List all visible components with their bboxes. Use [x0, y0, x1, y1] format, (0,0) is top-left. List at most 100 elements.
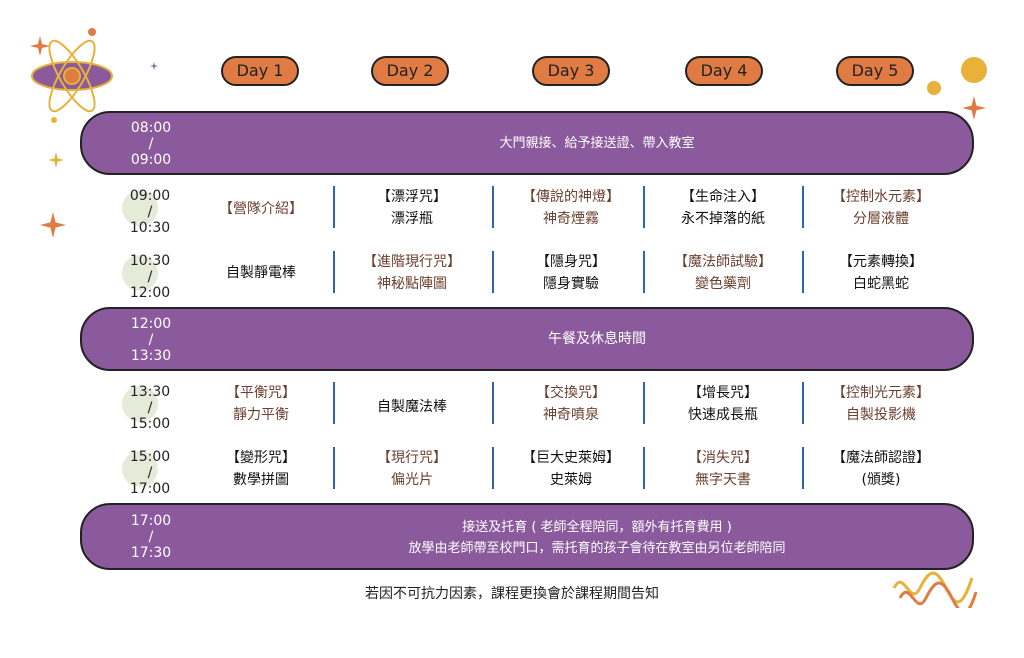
atom-icon: [31, 28, 113, 123]
band-end-time: 13:30: [130, 348, 172, 364]
row-end-time: 10:30: [129, 220, 171, 236]
band-end-time: 17:30: [130, 545, 172, 561]
sparkle-icon: [48, 152, 64, 168]
band-time-sep: /: [148, 529, 154, 545]
cell-title: 【隱身咒】: [536, 254, 606, 270]
schedule-cell: 自製靜電棒: [186, 262, 336, 284]
column-divider: [492, 251, 494, 293]
column-divider: [643, 382, 645, 424]
cell-title: 【消失咒】: [688, 450, 758, 466]
column-divider: [492, 186, 494, 228]
schedule-cell: 【魔法師試驗】變色藥劑: [648, 251, 798, 295]
column-divider: [643, 251, 645, 293]
band-message: 大門親接、給予接送證、帶入教室: [499, 136, 695, 151]
schedule-cell: 自製魔法棒: [337, 396, 487, 418]
time-circle: [122, 386, 158, 422]
cell-title: 【變形咒】: [226, 450, 296, 466]
schedule-cell: 【消失咒】無字天書: [648, 447, 798, 491]
schedule-cell: 【交換咒】神奇噴泉: [496, 382, 646, 426]
column-divider: [643, 186, 645, 228]
schedule-cell: 【魔法師認證】 (頒獎): [806, 447, 956, 491]
band-start-time: 12:00: [130, 316, 172, 332]
cell-title: 【增長咒】: [688, 385, 758, 401]
schedule-cell: 【控制水元素】分層液體: [806, 186, 956, 230]
band-arrival: 08:00 / 09:00 大門親接、給予接送證、帶入教室: [80, 111, 974, 175]
cell-subtitle: 神奇噴泉: [543, 407, 599, 423]
band-message-line-2: 放學由老師帶至校門口，需托育的孩子會待在教室由另位老師陪同: [408, 541, 786, 556]
cell-subtitle: 分層液體: [853, 211, 909, 227]
column-divider: [492, 382, 494, 424]
band-time-sep: /: [148, 136, 154, 152]
column-divider: [492, 447, 494, 489]
cell-title: 【巨大史萊姆】: [522, 450, 620, 466]
column-divider: [333, 447, 335, 489]
day-2-label: Day 2: [371, 56, 449, 86]
sparkle-icon: [962, 96, 986, 120]
schedule-cell: 【漂浮咒】漂浮瓶: [337, 186, 487, 230]
row-start-time: 10:30: [129, 253, 171, 269]
cell-title: 【傳說的神燈】: [522, 189, 620, 205]
row-start-time: 09:00: [129, 188, 171, 204]
cell-subtitle: 數學拼圖: [233, 472, 289, 488]
schedule-cell: 【生命注入】永不掉落的紙: [648, 186, 798, 230]
band-end-time: 09:00: [130, 152, 172, 168]
cell-subtitle: 無字天書: [695, 472, 751, 488]
day-4-label: Day 4: [685, 56, 763, 86]
cell-title: 【進階現行咒】: [363, 254, 461, 270]
row-start-time: 13:30: [129, 384, 171, 400]
cell-title: 【現行咒】: [377, 450, 447, 466]
schedule-cell: 【變形咒】數學拼圖: [186, 447, 336, 491]
row-time-sep: /: [147, 269, 153, 285]
cell-subtitle: 變色藥劑: [695, 276, 751, 292]
wave-icon: [892, 571, 978, 608]
cell-subtitle: 自製投影機: [846, 407, 916, 423]
cell-subtitle: 靜力平衡: [233, 407, 289, 423]
time-circle: [122, 451, 158, 487]
band-message: 午餐及休息時間: [548, 331, 646, 347]
schedule-cell: 【現行咒】偏光片: [337, 447, 487, 491]
band-pickup: 17:00 / 17:30 接送及托育 ( 老師全程陪同，額外有托育費用 ) 放…: [80, 503, 974, 570]
cell-title: 【生命注入】: [681, 189, 765, 205]
column-divider: [802, 251, 804, 293]
schedule-cell: 【營隊介紹】: [186, 198, 336, 220]
band-lunch: 12:00 / 13:30 午餐及休息時間: [80, 307, 974, 371]
cell-subtitle: 史萊姆: [550, 472, 592, 488]
cell-title: 【魔法師試驗】: [674, 254, 772, 270]
cell-subtitle: 神秘點陣圖: [377, 276, 447, 292]
cell-subtitle: 神奇煙霧: [543, 211, 599, 227]
cell-title: 【控制水元素】: [832, 189, 930, 205]
cell-subtitle: 漂浮瓶: [391, 211, 433, 227]
day-3-label: Day 3: [532, 56, 610, 86]
column-divider: [643, 447, 645, 489]
band-message-line-1: 接送及托育 ( 老師全程陪同，額外有托育費用 ): [462, 520, 732, 535]
row-end-time: 12:00: [129, 285, 171, 301]
cell-title: 【漂浮咒】: [377, 189, 447, 205]
cell-subtitle: 隱身實驗: [543, 276, 599, 292]
band-start-time: 08:00: [130, 120, 172, 136]
band-start-time: 17:00: [130, 513, 172, 529]
sparkle-icon: [30, 36, 50, 56]
row-time-sep: /: [147, 204, 153, 220]
row-time-sep: /: [147, 400, 153, 416]
row-time: 09:00 / 10:30: [128, 188, 172, 236]
column-divider: [333, 186, 335, 228]
day-1-label: Day 1: [221, 56, 299, 86]
cell-title: 【營隊介紹】: [219, 201, 303, 217]
column-divider: [802, 382, 804, 424]
row-time: 13:30 / 15:00: [128, 384, 172, 432]
cell-title: 【魔法師認證】: [832, 450, 930, 466]
row-end-time: 15:00: [129, 416, 171, 432]
cell-subtitle: 永不掉落的紙: [681, 211, 765, 227]
day-5-label: Day 5: [836, 56, 914, 86]
schedule-cell: 【平衡咒】靜力平衡: [186, 382, 336, 426]
schedule-cell: 【增長咒】快速成長瓶: [648, 382, 798, 426]
time-circle: [122, 190, 158, 226]
schedule-cell: 【傳說的神燈】神奇煙霧: [496, 186, 646, 230]
column-divider: [333, 251, 335, 293]
column-divider: [802, 186, 804, 228]
row-time: 15:00 / 17:00: [128, 449, 172, 497]
cell-subtitle: (頒獎): [861, 472, 901, 488]
schedule-cell: 【隱身咒】隱身實驗: [496, 251, 646, 295]
schedule-cell: 【進階現行咒】神秘點陣圖: [337, 251, 487, 295]
cell-subtitle: 偏光片: [391, 472, 433, 488]
